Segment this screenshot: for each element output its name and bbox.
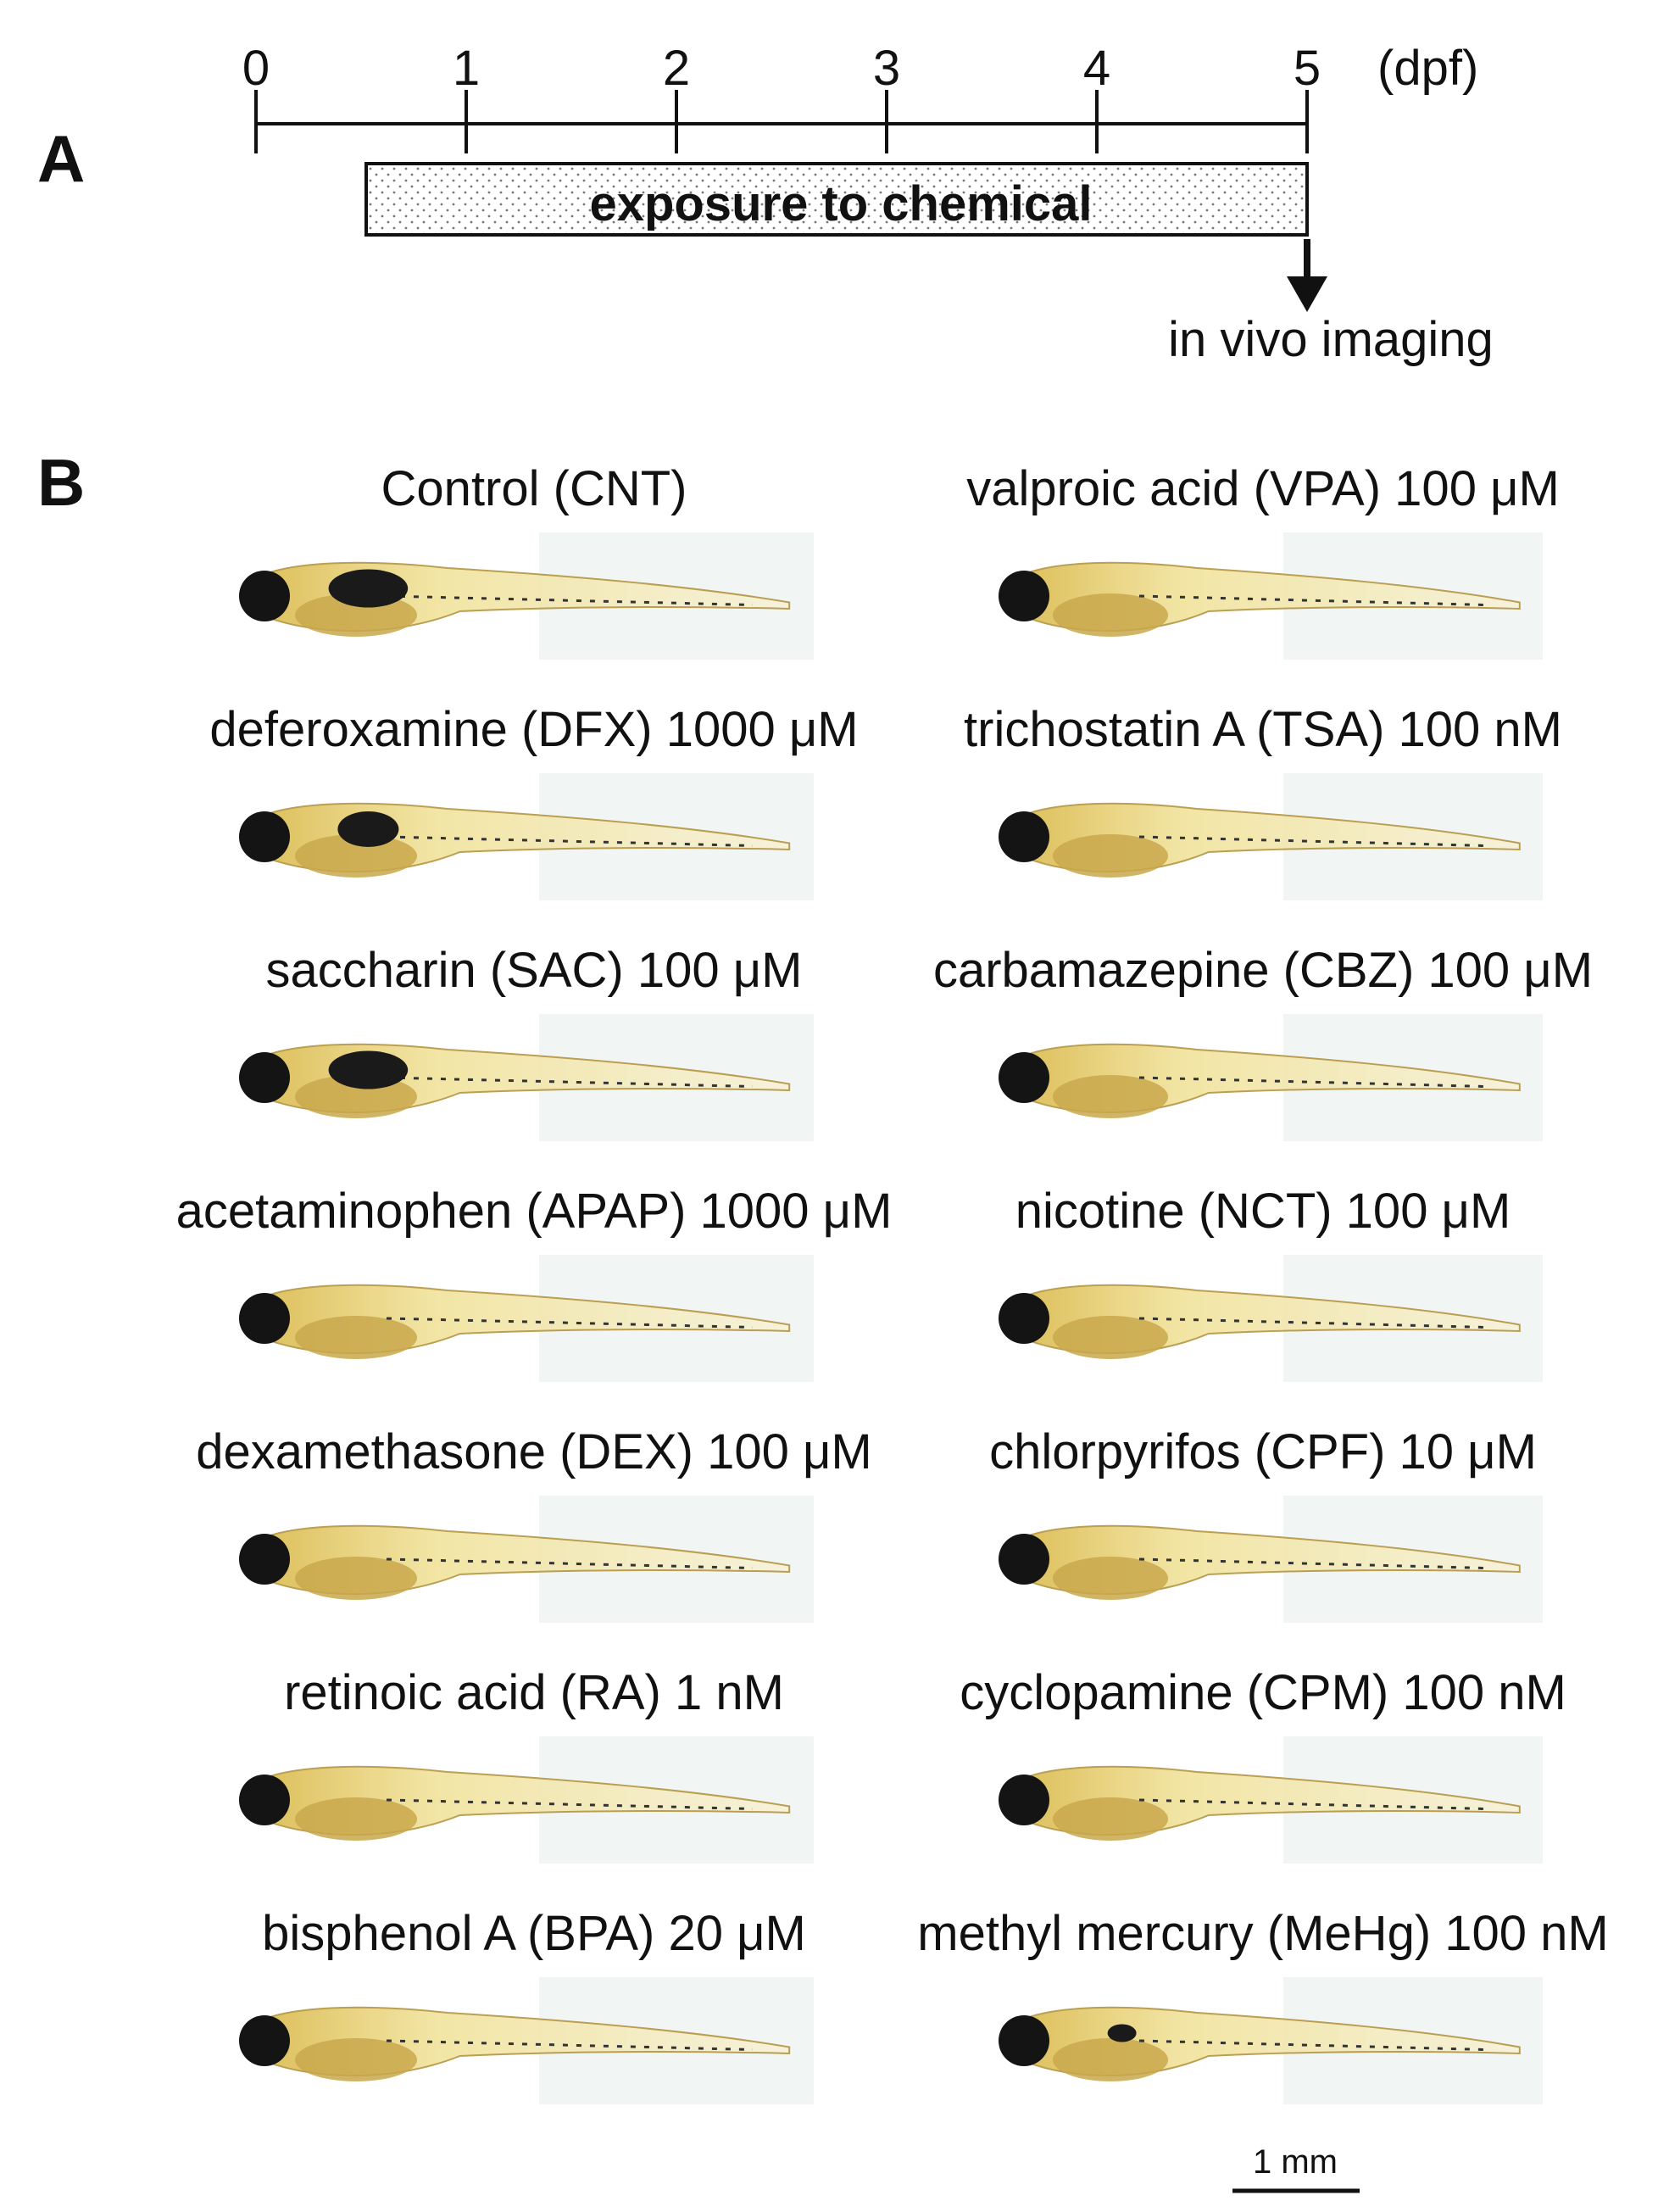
- condition-label: Control (CNT): [381, 461, 687, 516]
- larva-drawing: [239, 1977, 814, 2104]
- scale-bar-label: 1 mm: [1253, 2143, 1338, 2181]
- larva-drawing: [239, 1496, 814, 1623]
- larva-image: [203, 1977, 814, 2109]
- larva-drawing: [239, 1255, 814, 1382]
- swim-bladder: [328, 569, 409, 608]
- condition-label: carbamazepine (CBZ) 100 μM: [932, 943, 1594, 998]
- exposure-timeline: 0 1 2 3 4 5 (dpf) exposure to chemical in viv…: [242, 41, 1494, 367]
- larva-image: [966, 1736, 1543, 1868]
- larva-drawing: [239, 532, 814, 660]
- timeline-unit: (dpf): [1377, 41, 1478, 96]
- larva-image: [966, 532, 1543, 664]
- larva-image: [203, 1496, 814, 1627]
- condition-label: acetaminophen (APAP) 1000 μM: [175, 1184, 893, 1239]
- larva-image: [966, 1496, 1543, 1627]
- timeline-ticks: [254, 90, 1309, 153]
- panel-b-label: B: [37, 445, 86, 520]
- swim-bladder: [337, 811, 399, 847]
- condition-label: saccharin (SAC) 100 μM: [265, 943, 803, 998]
- larva-drawing: [999, 532, 1543, 660]
- exposure-bar: [364, 162, 1309, 237]
- condition-label: chlorpyrifos (CPF) 10 μM: [989, 1424, 1537, 1479]
- larva-image: [966, 1014, 1543, 1145]
- timeline-tick-label: 5: [1294, 41, 1321, 96]
- larva-image: [966, 1255, 1543, 1386]
- larva-drawing: [999, 773, 1543, 900]
- panel-a-label: A: [37, 121, 86, 196]
- swim-bladder: [1107, 2024, 1137, 2042]
- condition-label: methyl mercury (MeHg) 100 nM: [917, 1906, 1609, 1961]
- larva-image: [203, 1736, 814, 1868]
- imaging-label: in vivo imaging: [1168, 312, 1494, 367]
- larva-image: [966, 773, 1543, 905]
- timeline-tick-label: 0: [242, 41, 270, 96]
- larva-image: [203, 532, 814, 664]
- exposure-label: exposure to chemical: [589, 176, 1092, 231]
- condition-label: deferoxamine (DFX) 1000 μM: [209, 702, 859, 757]
- larva-drawing: [999, 1977, 1543, 2104]
- larva-image: [203, 1255, 814, 1386]
- larva-drawing: [239, 1014, 814, 1141]
- larva-image: [203, 1014, 814, 1145]
- larva-drawing: [999, 1496, 1543, 1623]
- timeline-tick-label: 1: [453, 41, 480, 96]
- condition-label: trichostatin A (TSA) 100 nM: [964, 702, 1562, 757]
- larva-image: [966, 1977, 1543, 2109]
- condition-label: retinoic acid (RA) 1 nM: [284, 1665, 784, 1720]
- larva-drawing: [999, 1014, 1543, 1141]
- condition-label: dexamethasone (DEX) 100 μM: [196, 1424, 872, 1479]
- larva-drawing: [239, 1736, 814, 1864]
- condition-label: valproic acid (VPA) 100 μM: [966, 461, 1560, 516]
- condition-label: nicotine (NCT) 100 μM: [1015, 1184, 1511, 1239]
- down-arrow-icon: [1287, 239, 1327, 312]
- swim-bladder: [328, 1050, 409, 1089]
- condition-label: cyclopamine (CPM) 100 nM: [960, 1665, 1566, 1720]
- timeline-tick-label: 3: [873, 41, 900, 96]
- condition-label: bisphenol A (BPA) 20 μM: [262, 1906, 806, 1961]
- larva-drawing: [999, 1736, 1543, 1864]
- scale-bar: [1232, 2188, 1360, 2193]
- larva-drawing: [239, 773, 814, 900]
- timeline-tick-labels: 0 1 2 3 4 5: [242, 41, 1321, 96]
- timeline-tick-label: 2: [663, 41, 690, 96]
- timeline-tick-label: 4: [1083, 41, 1110, 96]
- larva-drawing: [999, 1255, 1543, 1382]
- larva-image: [203, 773, 814, 905]
